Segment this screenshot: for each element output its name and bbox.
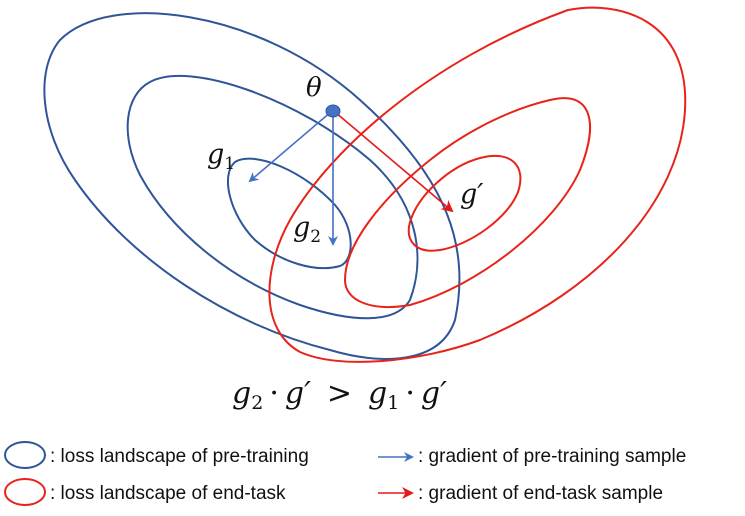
theta-label: θ [306, 73, 322, 103]
g1-label: g1 [207, 139, 235, 174]
inequality-equation: g2·g′>g1·g′ [232, 376, 447, 414]
legend-label-pretrain-landscape: : loss landscape of pre-training [50, 446, 309, 467]
legend-label-endtask-landscape: : loss landscape of end-task [50, 483, 286, 504]
legend-label-pretrain-gradient: : gradient of pre-training sample [418, 446, 686, 467]
gprime-arrow [334, 111, 454, 213]
legend-item-pretrain-gradient: : gradient of pre-training sample [378, 446, 686, 467]
legend-label-endtask-gradient: : gradient of end-task sample [418, 483, 663, 504]
pretrain-contour-middle [126, 74, 419, 320]
g2-label: g2 [293, 212, 321, 247]
endtask-contour-inner [407, 154, 522, 252]
pretrain-contour-inner [226, 157, 352, 270]
gprime-label: g′ [460, 179, 483, 210]
legend-item-endtask-landscape: : loss landscape of end-task [4, 478, 286, 506]
legend: : loss landscape of pre-training : loss … [4, 441, 686, 506]
legend-item-endtask-gradient: : gradient of end-task sample [378, 483, 663, 504]
pretrain-contours [43, 12, 461, 360]
endtask-contours [268, 6, 687, 363]
red-ellipse-icon [4, 478, 46, 506]
pretrain-contour-outer [43, 12, 461, 360]
legend-item-pretrain-landscape: : loss landscape of pre-training [4, 441, 309, 469]
theta-point [325, 104, 341, 118]
g1-arrow [248, 110, 333, 183]
endtask-contour-middle [343, 97, 591, 309]
blue-ellipse-icon [4, 441, 46, 469]
svg-text:g2·g′>g1·g′: g2·g′>g1·g′ [232, 376, 447, 414]
endtask-contour-outer [268, 6, 687, 363]
